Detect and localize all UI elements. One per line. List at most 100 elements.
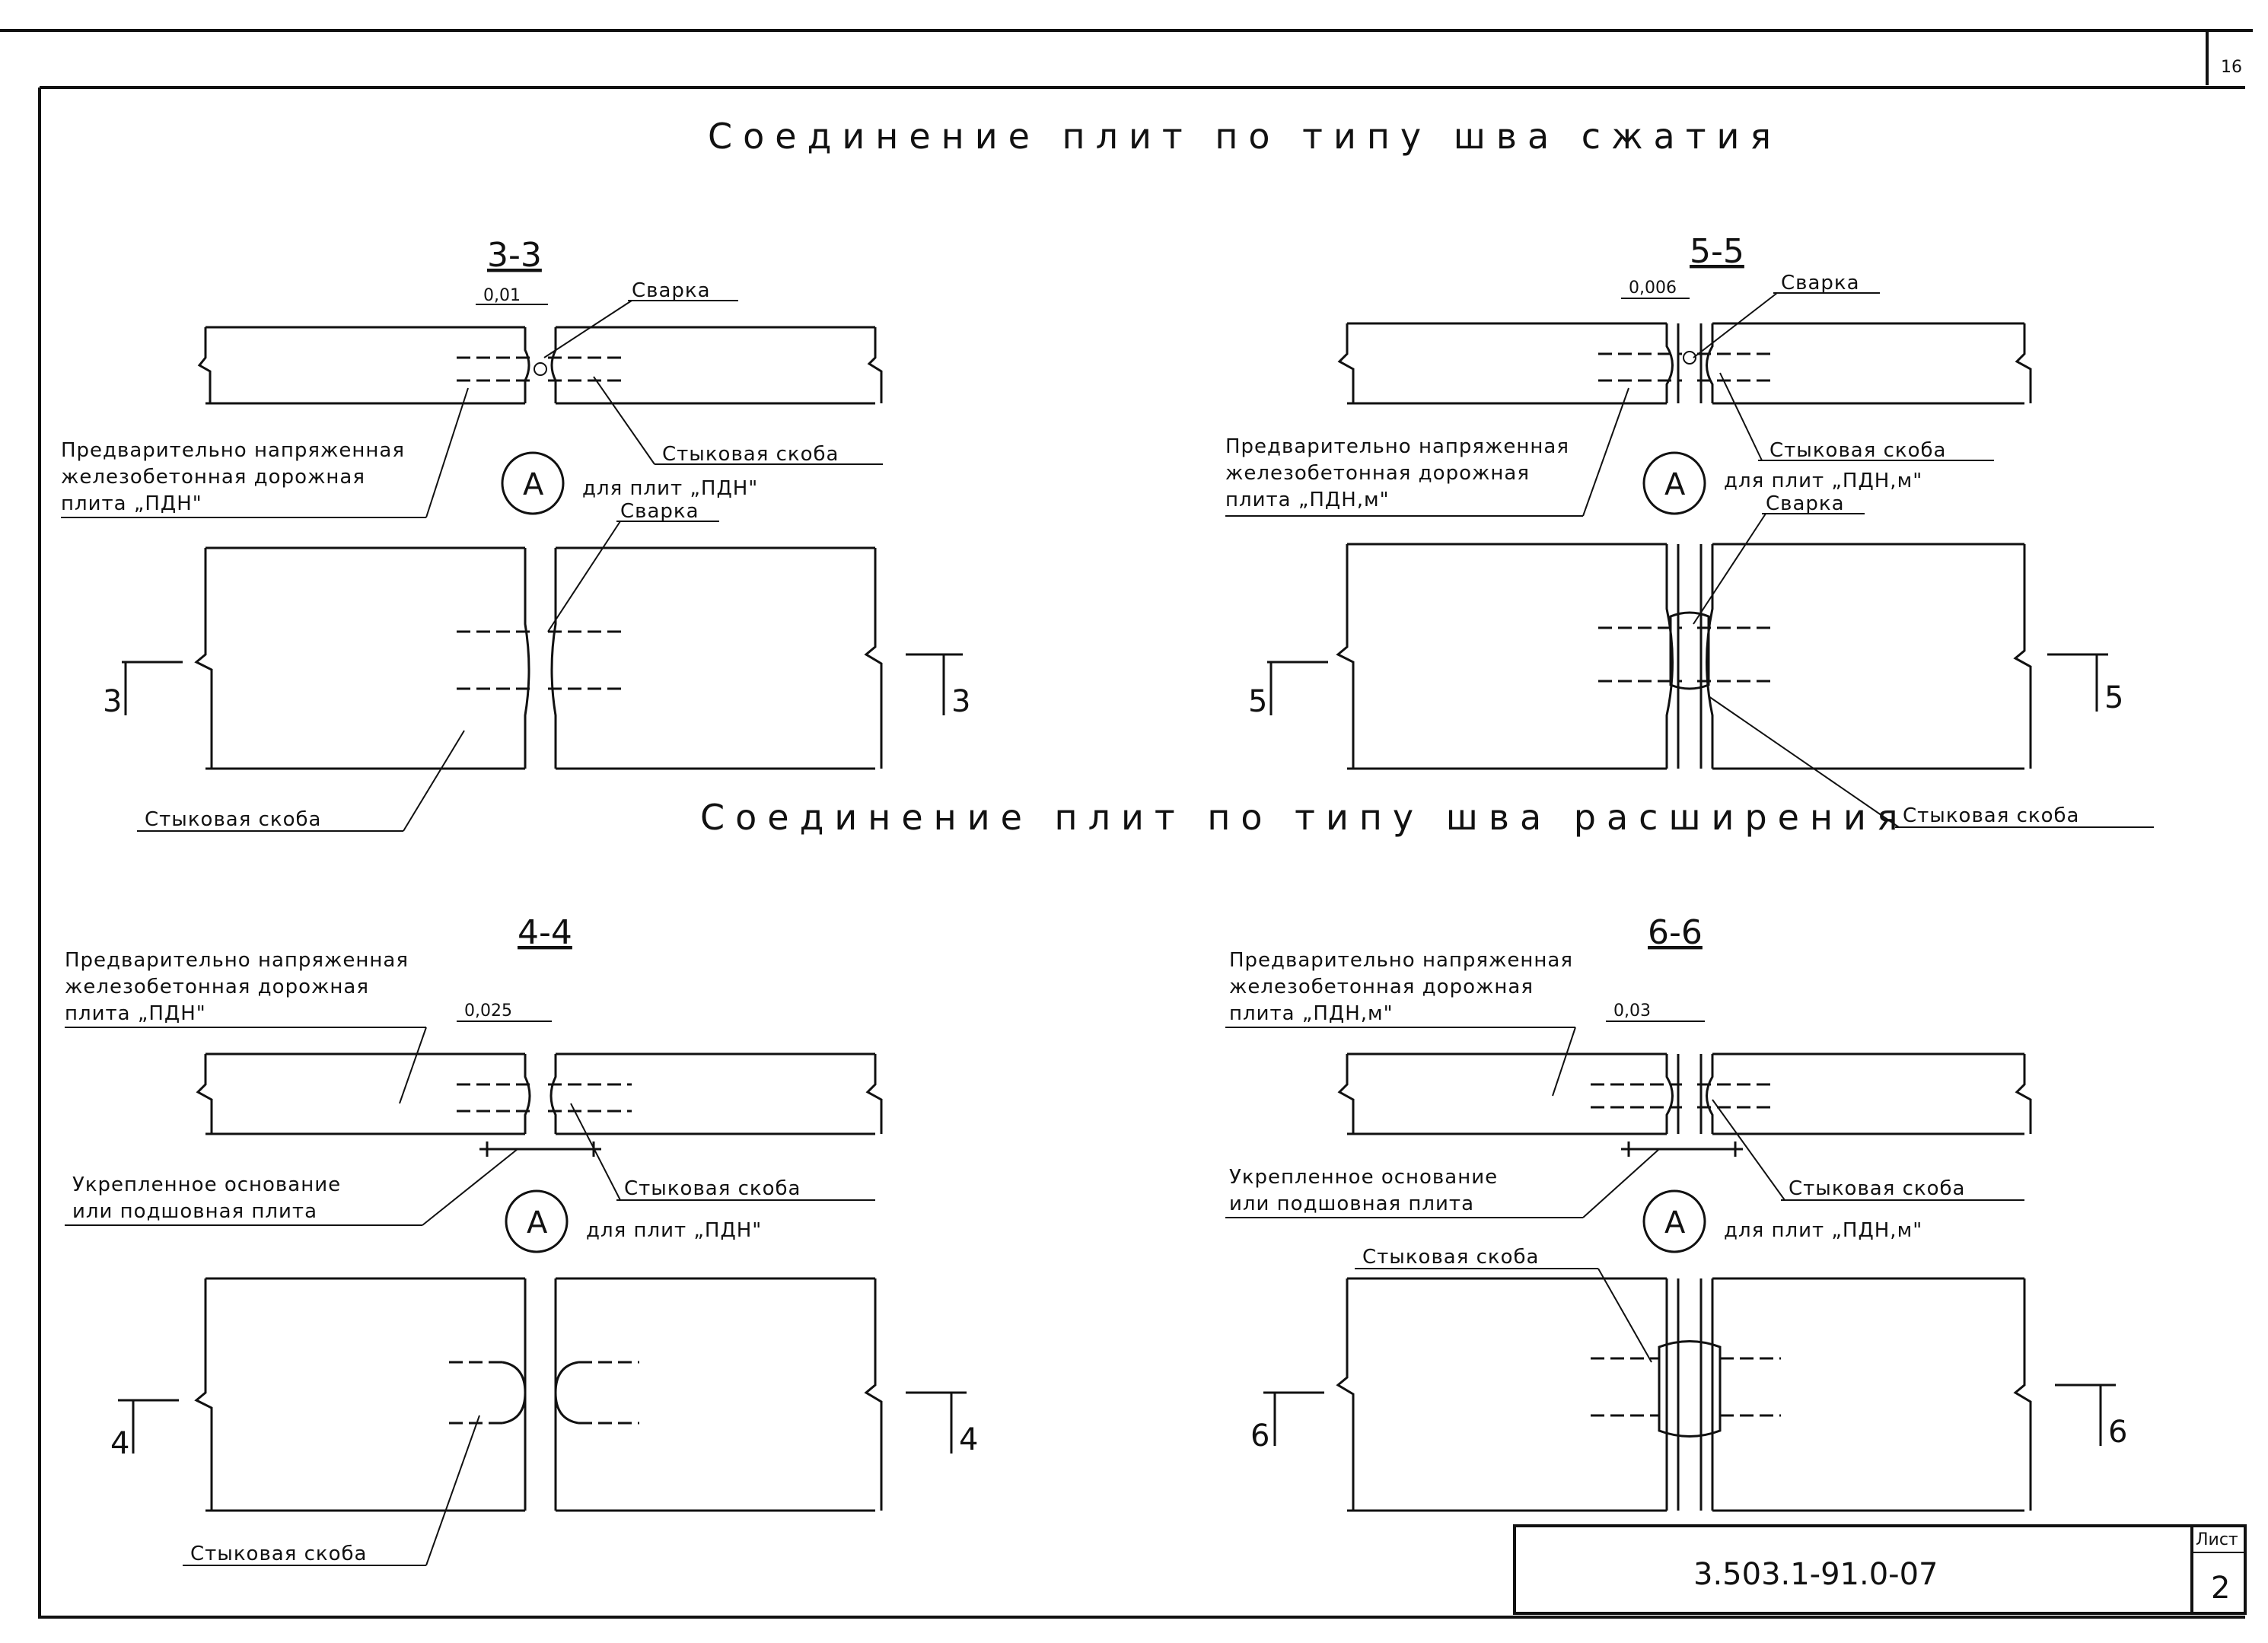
weld-leader (1693, 292, 1778, 358)
slab-section-edges (1347, 322, 2024, 405)
node-circle (505, 1189, 569, 1253)
plan-bracket-dashes (1598, 626, 1773, 683)
bracket-dashes (457, 356, 624, 382)
view-4-4: 4-4 Предварительно напряженная железобет… (65, 913, 978, 1566)
weld2-leader (547, 521, 621, 632)
slab-label-line3: плита „ПДН,м" (1225, 489, 1390, 511)
slab-label-line3: плита „ПДН" (61, 492, 202, 515)
slab-label-line2: железобетонная дорожная (1229, 976, 1534, 998)
section-label-4-4: 4-4 (518, 913, 572, 952)
plan-bracket-dashes (457, 630, 624, 690)
bracket-top-label-4-4: Стыковая скоба (624, 1177, 801, 1200)
title-compression: Соединение плит по типу шва сжатия (708, 116, 1782, 157)
slab-break-lines (197, 327, 883, 403)
bracket-bottom-leader (1597, 1268, 1652, 1363)
bracket-bottom-leader (1708, 696, 1900, 828)
plan-break-lines (1336, 1278, 2032, 1511)
weld2-leader (1693, 513, 1766, 625)
slab-section-edges (205, 326, 875, 405)
section-mark-right (906, 653, 963, 715)
base-leader (1582, 1148, 1660, 1218)
plan-break-lines (194, 1278, 883, 1511)
node-letter: А (523, 467, 544, 502)
section-mark-left-num: 5 (1248, 684, 1267, 719)
bracket-bottom-label-5-5: Стыковая скоба (1903, 804, 2079, 827)
section-mark-right (2047, 653, 2108, 712)
base-plate (1621, 1142, 1743, 1157)
plan-joint-edges (524, 1278, 557, 1511)
plan-slab-edges (205, 1277, 875, 1512)
node-letter: А (1664, 1205, 1686, 1240)
sheet-label: Лист (2196, 1530, 2238, 1549)
bracket-leader (593, 376, 655, 465)
sheet-box (2190, 1524, 2247, 1615)
base-leader (422, 1148, 518, 1226)
plan-slab-edges (1347, 543, 2024, 770)
sheet-number: 2 (2211, 1571, 2230, 1606)
weld2-label-3-3: Сварка (620, 500, 699, 523)
weld2-label-5-5: Сварка (1766, 492, 1845, 515)
joint-edges (524, 327, 557, 403)
section-mark-left-num: 3 (103, 684, 122, 719)
section-mark-left-num: 4 (110, 1426, 129, 1461)
weld-leader (543, 300, 632, 358)
view-5-5: 5-5 0,006 Сварка Предварительно напряжен… (1225, 232, 2154, 828)
slab-label-line1: Предварительно напряженная (61, 439, 405, 462)
slab-label-line3: плита „ПДН,м" (1229, 1002, 1394, 1025)
gap-dim-6-6: 0,03 (1613, 1001, 1651, 1021)
slab-leader (1582, 387, 1629, 517)
plan-joint-edges (1665, 544, 1714, 769)
plan-break-lines (194, 548, 883, 769)
node-caption-3-3: для плит „ПДН" (582, 477, 758, 500)
base-label-line1: Укрепленное основание (1229, 1166, 1498, 1189)
weld-point (534, 362, 547, 376)
section-mark-left (1263, 1391, 1324, 1446)
bracket-bottom-leader (425, 1415, 480, 1566)
section-label-6-6: 6-6 (1648, 913, 1703, 952)
slab-label-line1: Предварительно напряженная (1229, 949, 1573, 972)
document-code: 3.503.1-91.0-07 (1693, 1557, 1938, 1592)
plan-joint-edges (1665, 1278, 1714, 1511)
slab-label-line3: плита „ПДН" (65, 1002, 206, 1025)
base-plate (479, 1142, 601, 1157)
bracket-dashes (1591, 1083, 1773, 1109)
plan-bracket-dashes (1591, 1357, 1781, 1417)
plan-joint-edges (524, 548, 557, 769)
slab-label-line1: Предварительно напряженная (65, 949, 409, 972)
slab-break-lines (196, 1054, 883, 1134)
drawing-frame (38, 86, 2245, 1619)
section-mark-right-num: 3 (951, 684, 970, 719)
section-mark-left (122, 661, 183, 715)
node-circle (1642, 1189, 1706, 1253)
slab-leader (399, 1027, 427, 1104)
node-caption-5-5: для плит „ПДН,м" (1724, 470, 1922, 492)
section-mark-right-num: 4 (959, 1422, 978, 1457)
bracket-bottom-label-4-4: Стыковая скоба (190, 1543, 367, 1565)
bracket-top-label-3-3: Стыковая скоба (662, 443, 839, 466)
view-6-6: 6-6 Предварительно напряженная железобет… (1225, 913, 2127, 1512)
view-3-3: 3-3 0,01 Сварка Предварительно напряженн… (61, 236, 970, 832)
bracket-bottom-label-6-6: Стыковая скоба (1362, 1246, 1539, 1269)
node-caption-4-4: для плит „ПДН" (586, 1219, 762, 1242)
bracket-bottom-leader (403, 730, 465, 832)
node-circle (501, 451, 565, 515)
bracket-leader (1712, 1099, 1785, 1201)
node-circle (1642, 451, 1706, 515)
section-mark-right-num: 6 (2108, 1415, 2127, 1450)
slab-label-line1: Предварительно напряженная (1225, 435, 1569, 458)
node-letter: А (1664, 467, 1686, 502)
bracket-top-label-6-6: Стыковая скоба (1789, 1177, 1965, 1200)
slab-label-line2: железобетонная дорожная (65, 976, 369, 998)
section-label-3-3: 3-3 (487, 236, 542, 275)
section-mark-left (118, 1399, 179, 1454)
slab-section-edges (205, 1052, 875, 1135)
plan-bracket-dashes (449, 1361, 639, 1425)
joint-edges (1665, 323, 1714, 403)
slab-section-edges (1347, 1052, 2024, 1135)
section-label-5-5: 5-5 (1690, 232, 1744, 271)
plan-slab-edges (1347, 1277, 2024, 1512)
slab-leader (425, 387, 469, 518)
joint-edges (524, 1054, 557, 1134)
bracket-top-label-5-5: Стыковая скоба (1769, 439, 1946, 462)
